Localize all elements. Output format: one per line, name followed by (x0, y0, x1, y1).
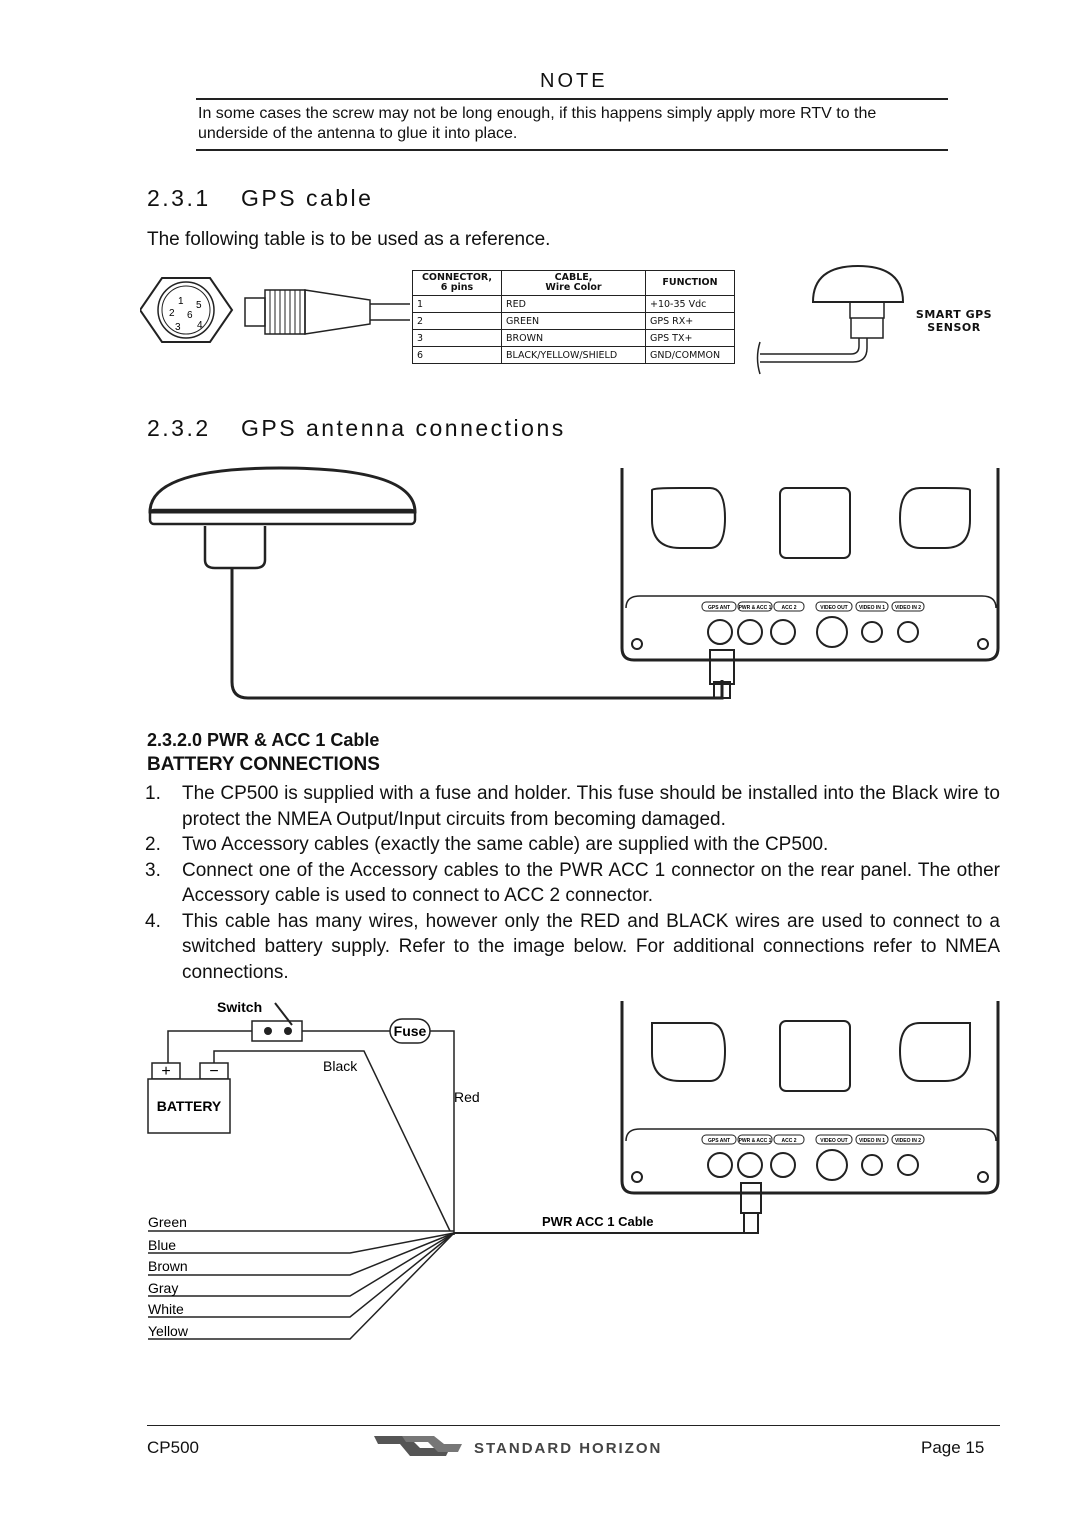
connector-pin-label: 1 (178, 296, 184, 307)
section-heading-antenna-connections: 2.3.2 GPS antenna connections (147, 415, 566, 442)
switch-icon (251, 1020, 303, 1042)
wire-label: Green (148, 1214, 187, 1230)
footer-model: CP500 (147, 1438, 199, 1457)
list-item: 2.Two Accessory cables (exactly the same… (145, 834, 829, 855)
port-label: PWR & ACC 1 (739, 1138, 772, 1144)
connector-pin-label: 5 (196, 300, 202, 311)
connector-pin-label: 4 (197, 320, 203, 331)
section-intro: The following table is to be used as a r… (147, 229, 551, 250)
table-header-connector: CONNECTOR,6 pins (412, 270, 502, 296)
wire-label: White (148, 1301, 184, 1317)
table-header-function: FUNCTION (645, 270, 735, 296)
section-number: 2.3.1 (147, 185, 211, 211)
port-label: VIDEO IN 1 (859, 1138, 885, 1144)
connector-pin-label: 6 (187, 310, 193, 321)
smart-gps-sensor-illustration (756, 264, 905, 375)
wire-label: Yellow (148, 1323, 189, 1339)
battery-connection-steps: 1.The CP500 is supplied with a fuse and … (145, 781, 1000, 985)
connector-pin-label: 3 (175, 322, 181, 333)
note-divider-top (196, 98, 948, 100)
section-number: 2.3.2 (147, 415, 211, 441)
port-label: PWR & ACC 1 (739, 605, 772, 611)
note-text: In some cases the screw may not be long … (198, 105, 877, 142)
port-label: VIDEO OUT (820, 1138, 848, 1144)
note-divider-bottom (196, 149, 948, 151)
pwr-acc-cable-label: PWR ACC 1 Cable (542, 1214, 653, 1229)
wire-label: Gray (148, 1280, 178, 1296)
battery-minus: − (209, 1063, 218, 1080)
table-header-cable: CABLE,Wire Color (501, 270, 646, 296)
subsection-title: 2.3.2.0 PWR & ACC 1 Cable (147, 730, 380, 750)
footer-page-number: Page 15 (921, 1438, 985, 1457)
wire-label: Blue (148, 1237, 176, 1253)
battery-icon (147, 1078, 231, 1134)
red-wire-label: Red (454, 1089, 480, 1105)
port-label: VIDEO OUT (820, 605, 848, 611)
black-wire-label: Black (323, 1058, 358, 1074)
battery-plus: + (161, 1063, 170, 1080)
footer-divider (147, 1425, 1000, 1426)
port-label: VIDEO IN 2 (895, 1138, 921, 1144)
section-heading-gps-cable: 2.3.1 GPS cable (147, 185, 373, 212)
battery-label: BATTERY (157, 1098, 222, 1114)
port-label: ACC 2 (781, 605, 796, 611)
note-title: NOTE (540, 70, 608, 92)
port-label: GPS ANT (708, 1138, 730, 1144)
port-label: GPS ANT (708, 605, 730, 611)
list-item: 1.The CP500 is supplied with a fuse and … (145, 783, 1000, 830)
port-label: ACC 2 (781, 1138, 796, 1144)
port-label: VIDEO IN 1 (859, 605, 885, 611)
section-title: GPS cable (241, 185, 374, 211)
battery-wiring-diagram: Switch Fuse + − BATTERY Black Red PWR AC… (147, 999, 1000, 1340)
footer-brand: STANDARD HORIZON (474, 1440, 663, 1457)
connector-pin-label: 2 (169, 308, 175, 319)
section-title: GPS antenna connections (241, 415, 566, 441)
port-label: VIDEO IN 2 (895, 605, 921, 611)
list-item: 4.This cable has many wires, however onl… (145, 910, 1000, 983)
gps-cable-table: CONNECTOR,6 pins CABLE,Wire Color FUNCTI… (412, 270, 735, 364)
fuse-label: Fuse (394, 1023, 427, 1039)
list-item: 3.Connect one of the Accessory cables to… (145, 859, 1000, 907)
subsection-subtitle: BATTERY CONNECTIONS (147, 754, 380, 775)
switch-label: Switch (217, 999, 262, 1015)
wire-label: Brown (148, 1258, 188, 1274)
gps-cable-plug-illustration: 1 5 2 6 3 4 (140, 277, 410, 343)
antenna-connection-diagram: GPS ANT PWR & ACC 1 ACC 2 VIDEO OUT VIDE… (148, 466, 1000, 700)
standard-horizon-logo-icon (374, 1436, 462, 1456)
